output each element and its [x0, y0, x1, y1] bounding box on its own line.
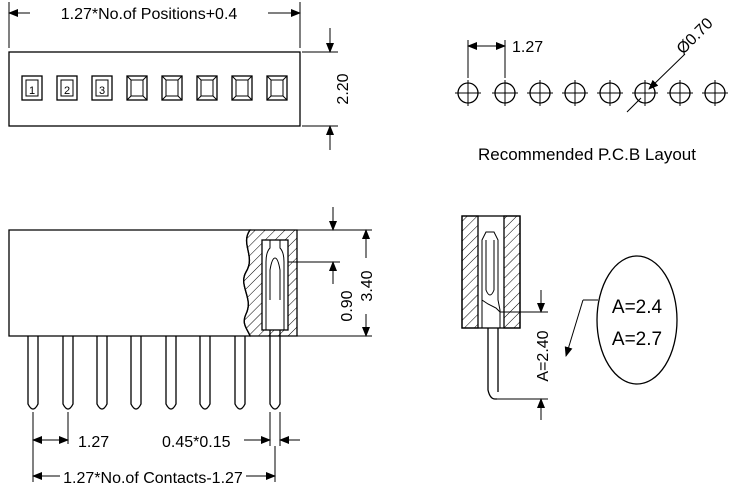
pcb-hole — [562, 80, 588, 106]
connector-body-top — [8, 51, 301, 127]
connector-body-side — [8, 229, 252, 337]
contact-windows — [21, 75, 288, 101]
pcb-holes — [455, 80, 728, 106]
bottom-width-dimension: 1.27*No.of Contacts-1.27 — [63, 470, 243, 487]
side-view: 0.90 3.40 1.27 0.45*0.15 1.27*No.of Cont… — [8, 207, 376, 487]
contact-window — [56, 75, 78, 101]
pcb-hole-diameter: Ø0.70 — [674, 15, 717, 58]
contact-window — [126, 75, 148, 101]
top-view: 1.27*No.of Positions+0.4 1 2 3 2.20 — [8, 2, 352, 150]
top-width-dimension: 1.27*No.of Positions+0.4 — [61, 6, 238, 23]
pin — [234, 336, 246, 410]
pin — [199, 336, 211, 410]
pcb-hole — [527, 80, 553, 106]
pcb-hole — [667, 80, 693, 106]
contact-window — [21, 75, 43, 101]
pin-size-dimension: 0.45*0.15 — [162, 434, 231, 451]
contact-window — [91, 75, 113, 101]
pcb-hole — [597, 80, 623, 106]
pin — [165, 336, 177, 410]
pcb-layout-caption: Recommended P.C.B Layout — [478, 145, 696, 164]
side-inner-dimension: 0.90 — [339, 290, 356, 321]
pcb-layout: 1.27 Ø0.70 Recommended P.C.B Layout — [455, 15, 728, 164]
pcb-hole — [632, 80, 658, 106]
pin — [269, 330, 281, 410]
pin — [96, 336, 108, 410]
side-pitch-dimension: 1.27 — [78, 434, 109, 451]
tail-length-dimension: A=2.40 — [535, 330, 552, 381]
pin-number-2: 2 — [64, 85, 70, 97]
pin-number-3: 3 — [99, 85, 105, 97]
contact-window — [196, 75, 218, 101]
contact-window — [266, 75, 288, 101]
pin — [130, 336, 142, 410]
top-height-dimension: 2.20 — [335, 73, 352, 104]
pcb-hole — [702, 80, 728, 106]
pcb-pitch-dimension: 1.27 — [512, 39, 543, 56]
pins — [27, 330, 281, 410]
option-callout — [596, 255, 678, 385]
pin — [62, 336, 74, 410]
contact-window — [161, 75, 183, 101]
option-a-1: A=2.4 — [612, 297, 663, 318]
pcb-hole — [492, 80, 518, 106]
section-view: A=2.40 A=2.4 A=2.7 — [461, 215, 678, 420]
pin — [27, 336, 39, 410]
side-height-dimension: 3.40 — [359, 270, 376, 301]
option-a-2: A=2.7 — [612, 329, 662, 350]
contact-window — [231, 75, 253, 101]
pin-number-1: 1 — [29, 85, 35, 97]
pcb-hole — [455, 80, 481, 106]
